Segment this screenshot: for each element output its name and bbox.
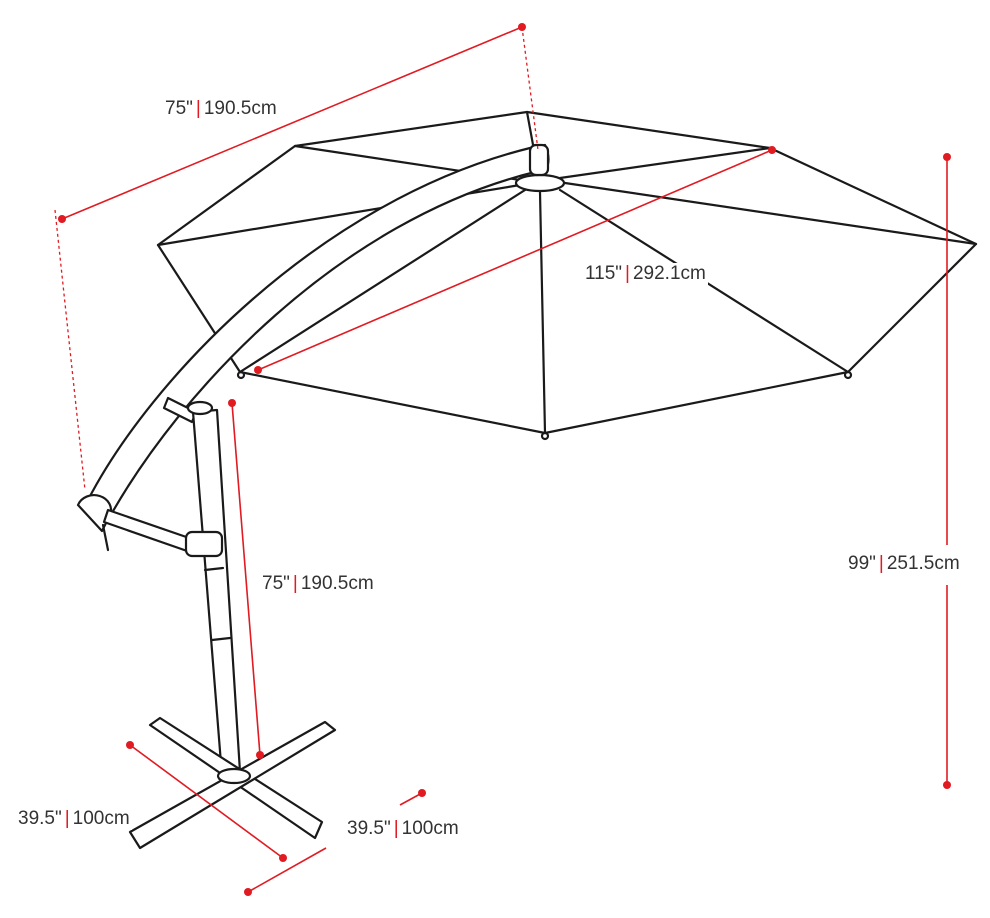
total-height-label: 99"|251.5cm: [846, 553, 974, 575]
pole: [184, 400, 242, 778]
arm-length-label: 75"|190.5cm: [163, 98, 279, 120]
dimension-lines: [54, 23, 951, 896]
cantilever-arm: [76, 143, 550, 554]
pole-height-label: 75"|190.5cm: [260, 573, 376, 595]
cross-base: [128, 716, 337, 850]
base-width-label: 39.5"|100cm: [345, 818, 461, 840]
base-depth-label: 39.5"|100cm: [16, 808, 132, 830]
canopy-diameter-label: 115"|292.1cm: [583, 263, 708, 285]
